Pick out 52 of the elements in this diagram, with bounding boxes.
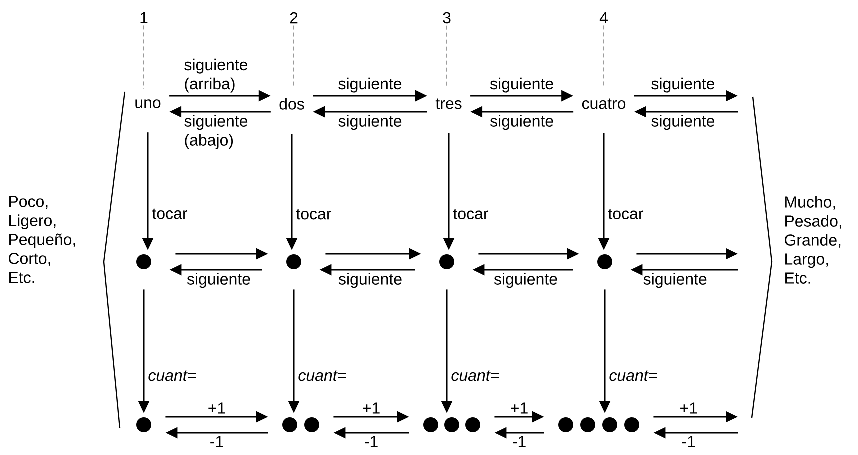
side-label: Poco, Ligero, Pequeño, Corto, Etc.: [9, 196, 76, 284]
number-label: 2: [290, 12, 298, 24]
edge-label: siguiente: [494, 273, 558, 288]
edge-label: siguiente (arriba): [184, 58, 248, 93]
edge-label: siguiente: [338, 273, 402, 288]
edge-label: siguiente: [490, 115, 554, 130]
edge-label: siguiente: [187, 273, 250, 288]
edge-label: cuant=: [610, 370, 658, 382]
edge-label: -1: [210, 436, 224, 448]
dot: [440, 254, 454, 270]
edge-label: -1: [365, 436, 378, 448]
edge-label: siguiente: [652, 78, 715, 93]
dot: [282, 418, 298, 432]
number-label: 3: [443, 12, 451, 24]
word-label: dos: [280, 98, 304, 110]
dot: [598, 254, 612, 270]
edge-label: +1: [208, 402, 226, 414]
edge-label: cuant=: [148, 370, 196, 382]
word-label: uno: [136, 100, 161, 108]
number-label: 4: [600, 12, 608, 24]
edge-label: tocar: [453, 209, 489, 220]
edge-label: siguiente: [490, 78, 554, 93]
edge-label: cuant=: [452, 370, 500, 382]
dot: [466, 418, 480, 432]
edge-label: +1: [511, 402, 528, 414]
edge-label: +1: [363, 402, 380, 414]
edge-label: tocar: [152, 208, 188, 220]
edge-label: siguiente: [338, 115, 402, 130]
edge-label: siguiente (abajo): [184, 115, 248, 150]
edge-label: -1: [513, 436, 526, 448]
dot: [580, 418, 596, 432]
edge-label: siguiente: [644, 273, 707, 288]
dot: [424, 418, 438, 432]
edge-label: tocar: [296, 209, 332, 220]
dot: [286, 254, 302, 270]
dot: [136, 254, 152, 270]
word-label: tres: [436, 98, 462, 110]
dot: [558, 418, 574, 432]
edge-label: siguiente: [338, 78, 402, 93]
number-label: 1: [140, 12, 148, 24]
side-label: Mucho, Pesado, Grande, Largo, Etc.: [785, 196, 842, 284]
word-label: cuatro: [582, 98, 626, 110]
dot: [602, 418, 618, 432]
dot: [136, 418, 152, 432]
edge-label: -1: [682, 436, 696, 448]
edge-label: tocar: [608, 209, 644, 220]
edge-label: siguiente: [652, 115, 715, 130]
dot: [624, 418, 640, 432]
edge-label: +1: [680, 402, 698, 414]
edge-label: cuant=: [298, 370, 346, 382]
dot: [444, 418, 460, 432]
dot: [304, 418, 320, 432]
